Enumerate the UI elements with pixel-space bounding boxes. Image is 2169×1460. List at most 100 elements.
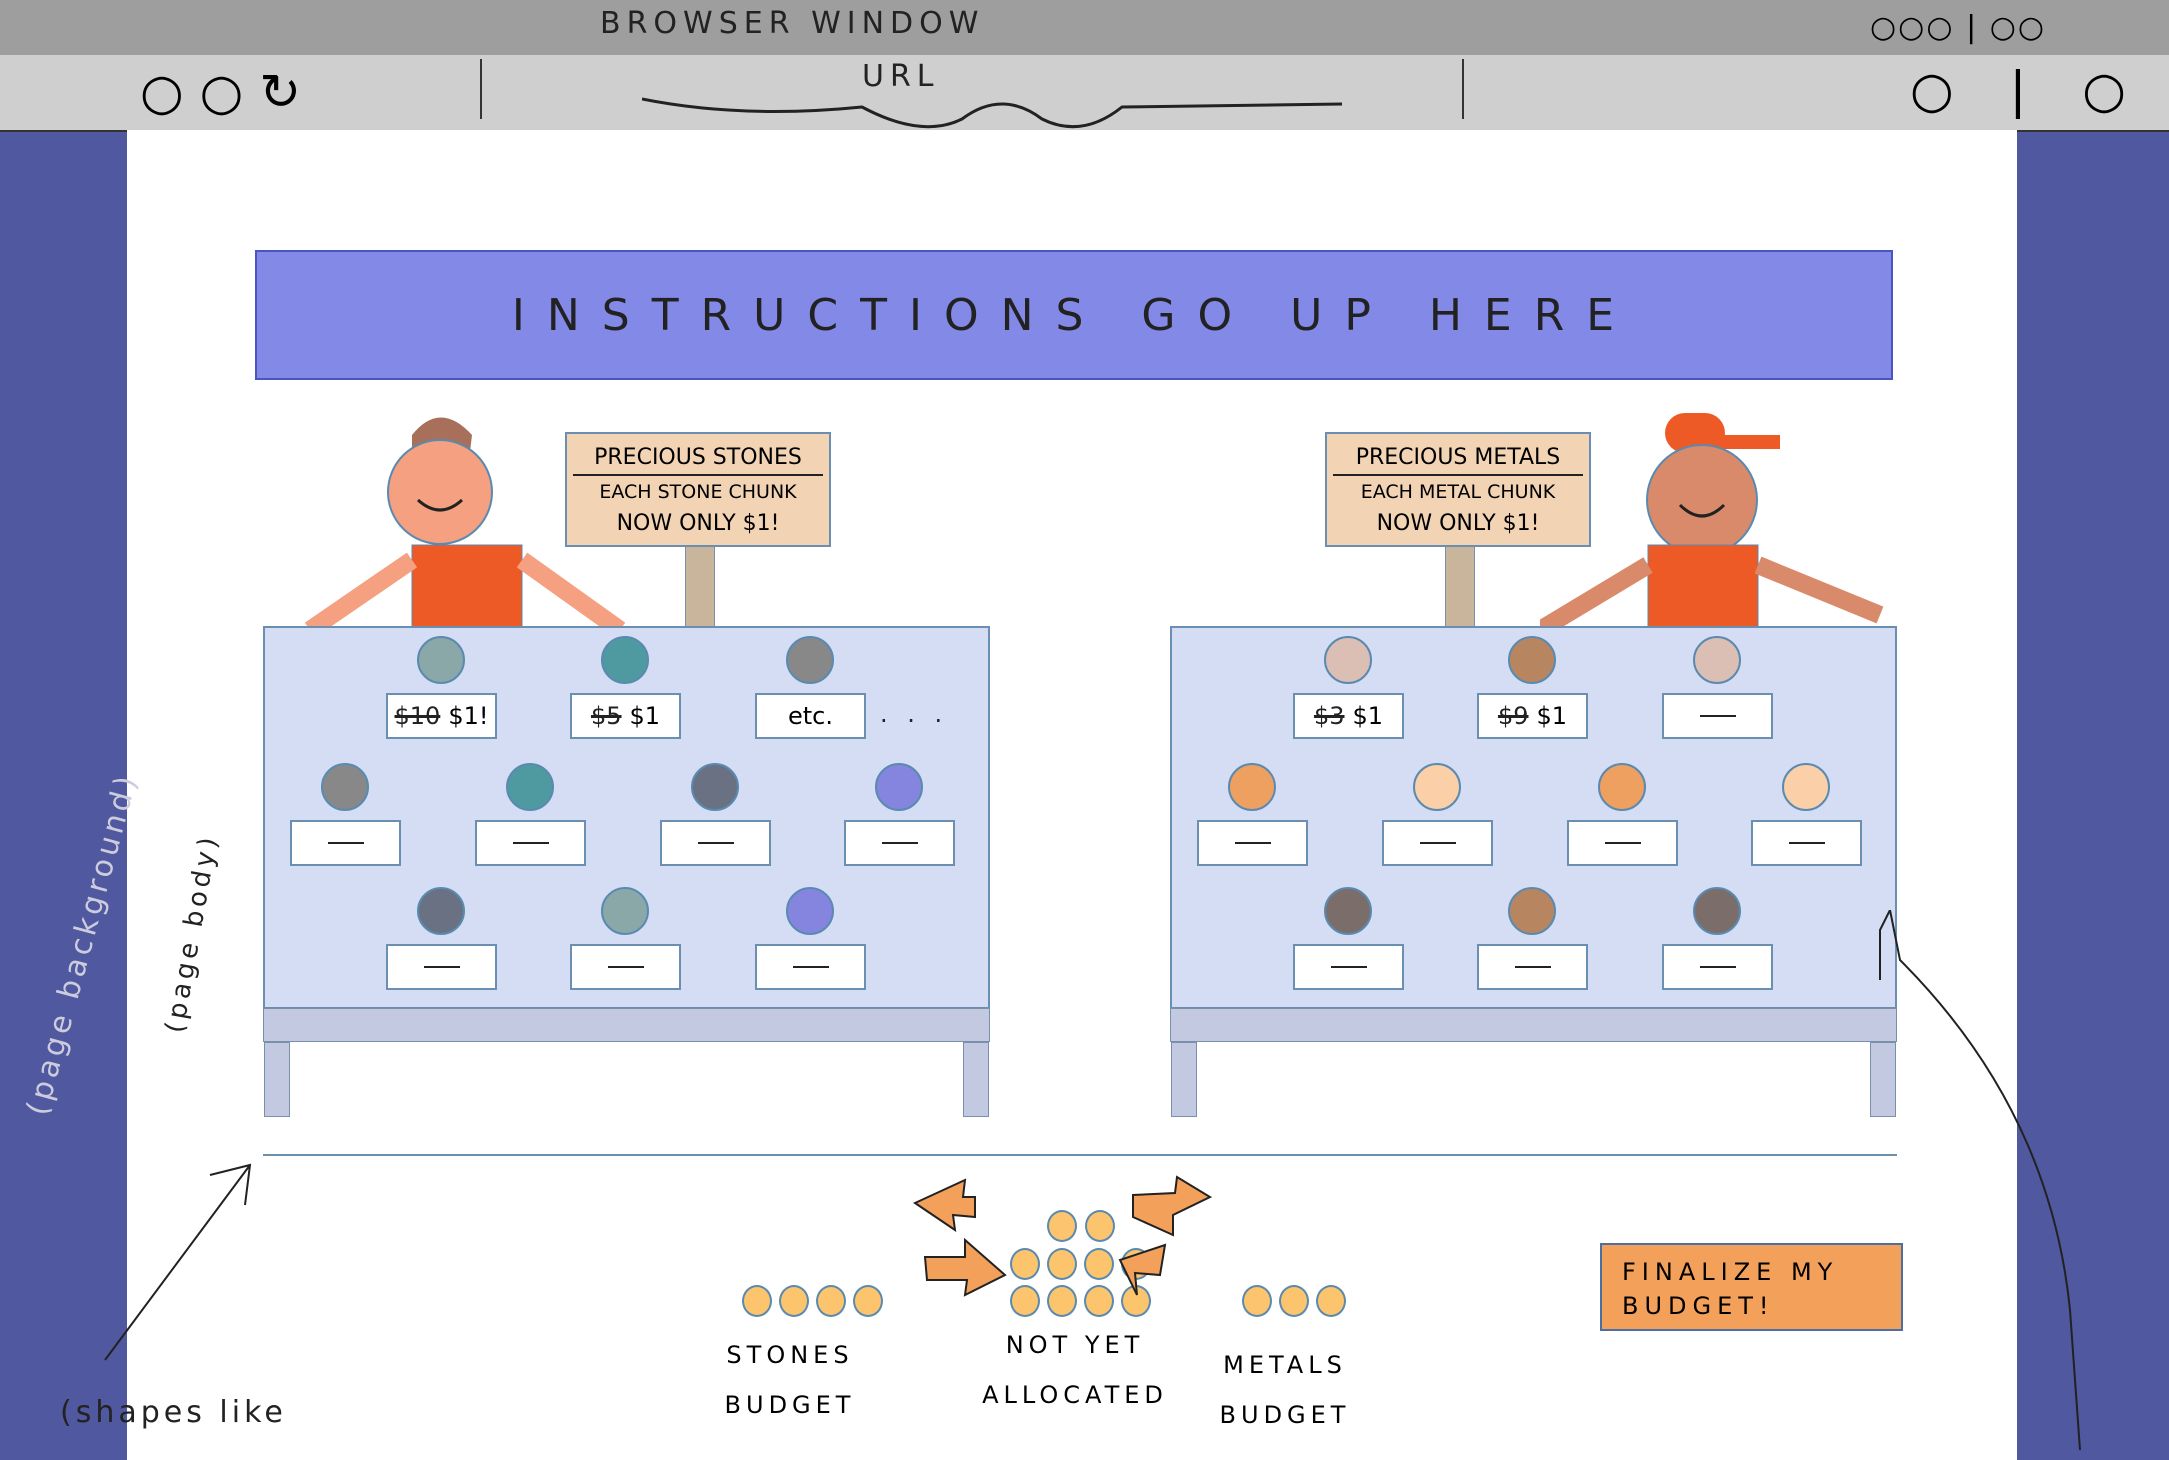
gem-swatch[interactable]	[875, 763, 923, 811]
url-bar[interactable]: URL	[480, 59, 1464, 129]
metals-coin[interactable]	[1316, 1285, 1346, 1317]
gem-swatch[interactable]	[1693, 636, 1741, 684]
price: $1	[1536, 702, 1568, 730]
gem-swatch[interactable]	[1508, 887, 1556, 935]
unallocated-coin[interactable]	[1047, 1285, 1077, 1317]
metals-vendor-icon	[1540, 413, 1884, 638]
stones-coin[interactable]	[853, 1285, 883, 1317]
label-line: BUDGET	[1219, 1401, 1351, 1429]
price-tag[interactable]: $10$1!	[386, 693, 497, 739]
finalize-budget-button[interactable]: FINALIZE MY BUDGET!	[1600, 1243, 1903, 1331]
gem-swatch[interactable]	[1693, 887, 1741, 935]
stones-sign: PRECIOUS STONES EACH STONE CHUNK NOW ONL…	[565, 432, 831, 547]
stones-coin[interactable]	[779, 1285, 809, 1317]
price-tag[interactable]: $5$1	[570, 693, 681, 739]
arrow-from-stones-icon[interactable]	[923, 1237, 1007, 1297]
gem-swatch[interactable]	[1508, 636, 1556, 684]
metals-coin[interactable]	[1279, 1285, 1309, 1317]
price-tag[interactable]	[1751, 820, 1862, 866]
gem-swatch[interactable]	[691, 763, 739, 811]
gem-swatch[interactable]	[786, 887, 834, 935]
price-tag[interactable]	[1293, 944, 1404, 990]
stones-vendor-icon	[304, 417, 626, 638]
gem-swatch[interactable]	[601, 636, 649, 684]
price-tag[interactable]	[290, 820, 401, 866]
price-tag[interactable]	[660, 820, 771, 866]
gem-swatch[interactable]	[417, 887, 465, 935]
gem-swatch[interactable]	[1324, 636, 1372, 684]
table-leg	[1171, 1042, 1197, 1117]
price-tag[interactable]	[386, 944, 497, 990]
blank-price-scribble-icon	[697, 842, 734, 844]
table-leg	[264, 1042, 290, 1117]
arrow-to-metals-icon[interactable]	[1132, 1175, 1213, 1237]
url-text: URL	[862, 59, 940, 94]
blank-price-scribble-icon	[792, 966, 829, 968]
sign-post	[685, 545, 715, 629]
sign-title: PRECIOUS STONES	[573, 442, 823, 476]
annotation-arrow-icon	[1879, 910, 2081, 1451]
price-tag[interactable]	[570, 944, 681, 990]
metals-coin[interactable]	[1242, 1285, 1272, 1317]
arrow-from-metals-icon[interactable]	[1118, 1243, 1167, 1296]
price-tag[interactable]	[1197, 820, 1308, 866]
gem-swatch[interactable]	[1782, 763, 1830, 811]
annotation-arrow-icon	[104, 1163, 252, 1361]
gem-swatch[interactable]	[1228, 763, 1276, 811]
unallocated-coin[interactable]	[1085, 1210, 1115, 1242]
old-price: $10	[394, 702, 441, 730]
price-tag[interactable]: $3$1	[1293, 693, 1404, 739]
blank-price-scribble-icon	[1699, 966, 1736, 968]
browser-title-bar: BROWSER WINDOW ○○○ | ○○	[0, 0, 2169, 55]
price-tag[interactable]	[755, 944, 866, 990]
unallocated-coin[interactable]	[1047, 1248, 1077, 1280]
gem-swatch[interactable]	[321, 763, 369, 811]
window-controls-icon[interactable]: ○○○ | ○○	[1870, 10, 2047, 45]
price-tag[interactable]	[1567, 820, 1678, 866]
transfer-arrows	[912, 1175, 1213, 1297]
price-tag[interactable]	[1662, 944, 1773, 990]
sign-post	[1445, 545, 1475, 629]
browser-toolbar: ○○↻ URL ○ | ○	[0, 55, 2169, 132]
price-tag[interactable]: etc.	[755, 693, 866, 739]
gem-swatch[interactable]	[601, 887, 649, 935]
nav-buttons-icon[interactable]: ○○↻	[140, 63, 318, 121]
sign-line: NOW ONLY $1!	[616, 511, 780, 536]
gem-swatch[interactable]	[1413, 763, 1461, 811]
gem-swatch[interactable]	[786, 636, 834, 684]
label-line: STONES	[726, 1341, 854, 1369]
stones-coin[interactable]	[742, 1285, 772, 1317]
price: etc.	[788, 702, 833, 730]
blank-price-scribble-icon	[1234, 842, 1271, 844]
unallocated-coin[interactable]	[1010, 1285, 1040, 1317]
unallocated-coin[interactable]	[1047, 1210, 1077, 1242]
gem-swatch[interactable]	[1598, 763, 1646, 811]
browser-title: BROWSER WINDOW	[600, 6, 985, 41]
old-price: $5	[590, 702, 622, 730]
blank-price-scribble-icon	[327, 842, 364, 844]
price-tag[interactable]	[475, 820, 586, 866]
metals-sign: PRECIOUS METALS EACH METAL CHUNK NOW ONL…	[1325, 432, 1591, 547]
menu-icon[interactable]: ○ | ○	[1910, 61, 2146, 119]
gem-swatch[interactable]	[417, 636, 465, 684]
table-leg	[963, 1042, 989, 1117]
price-tag[interactable]: $9$1	[1477, 693, 1588, 739]
stones-coin[interactable]	[816, 1285, 846, 1317]
table-leg	[1870, 1042, 1896, 1117]
price-tag[interactable]	[1382, 820, 1493, 866]
blank-price-scribble-icon	[512, 842, 549, 844]
gem-swatch[interactable]	[506, 763, 554, 811]
unallocated-coin[interactable]	[1084, 1248, 1114, 1280]
sign-line: EACH METAL CHUNK	[1360, 481, 1556, 503]
url-scribble-icon	[642, 97, 1343, 129]
label-line: NOT YET	[1005, 1331, 1145, 1359]
unallocated-coin[interactable]	[1084, 1285, 1114, 1317]
price-tag[interactable]	[1662, 693, 1773, 739]
price-tag[interactable]	[844, 820, 955, 866]
gem-swatch[interactable]	[1324, 887, 1372, 935]
unallocated-coin[interactable]	[1010, 1248, 1040, 1280]
price-tag[interactable]	[1477, 944, 1588, 990]
arrow-to-stones-icon[interactable]	[912, 1178, 976, 1233]
